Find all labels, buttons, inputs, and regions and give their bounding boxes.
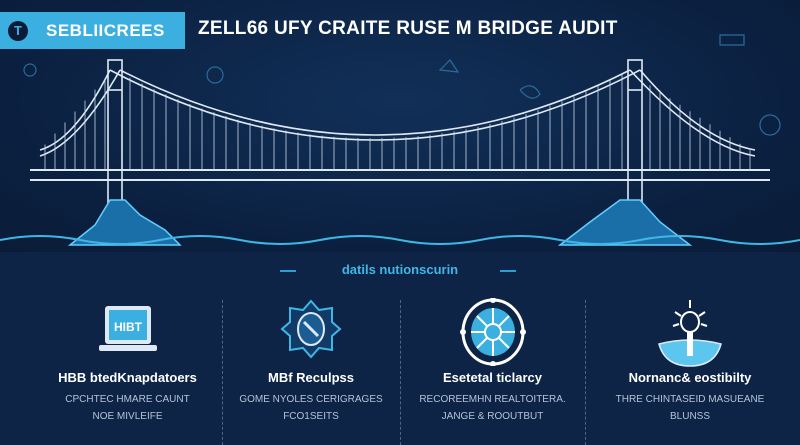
feature-card: HIBT HBB btedKnapdatoers CPCHTEC HMARE C… <box>40 298 215 425</box>
section-subtitle: datils nutionscurin <box>341 262 459 277</box>
page-title: ZELL66 UFY CRAITE RUSE M BRIDGE AUDIT <box>198 18 618 39</box>
column-divider <box>585 300 586 445</box>
divider-line <box>280 270 296 272</box>
feature-desc: RECOREEMHN REALTOITERA.JANGE & ROOUTBUT <box>419 394 566 422</box>
brand-badge: T SEBLIICREES <box>0 12 185 49</box>
feature-card: Nornanc& eostibilty THRE CHINTASEID MASU… <box>590 298 790 425</box>
brand-label: SEBLIICREES <box>46 20 165 40</box>
shield-badge-icon <box>280 299 342 359</box>
left-island <box>67 199 182 246</box>
column-divider <box>400 300 401 445</box>
laptop-icon: HIBT <box>98 306 157 351</box>
laptop-screen-text: HIBT <box>114 320 143 334</box>
feature-title: Esetetal ticlarcy <box>442 370 542 385</box>
bridge-illustration <box>0 34 800 246</box>
water-wave <box>0 235 800 245</box>
wheel-icon <box>459 298 526 366</box>
right-island <box>557 199 693 246</box>
column-divider <box>222 300 223 445</box>
feature-title: MBf Reculpss <box>268 370 354 385</box>
feature-title: HBB btedKnapdatoers <box>58 370 197 385</box>
lighthouse-icon <box>658 300 722 367</box>
feature-title: Nornanc& eostibilty <box>628 370 752 385</box>
logo-icon: T <box>8 20 28 41</box>
feature-card: Esetetal ticlarcy RECOREEMHN REALTOITERA… <box>405 298 580 425</box>
divider-line <box>500 270 516 272</box>
